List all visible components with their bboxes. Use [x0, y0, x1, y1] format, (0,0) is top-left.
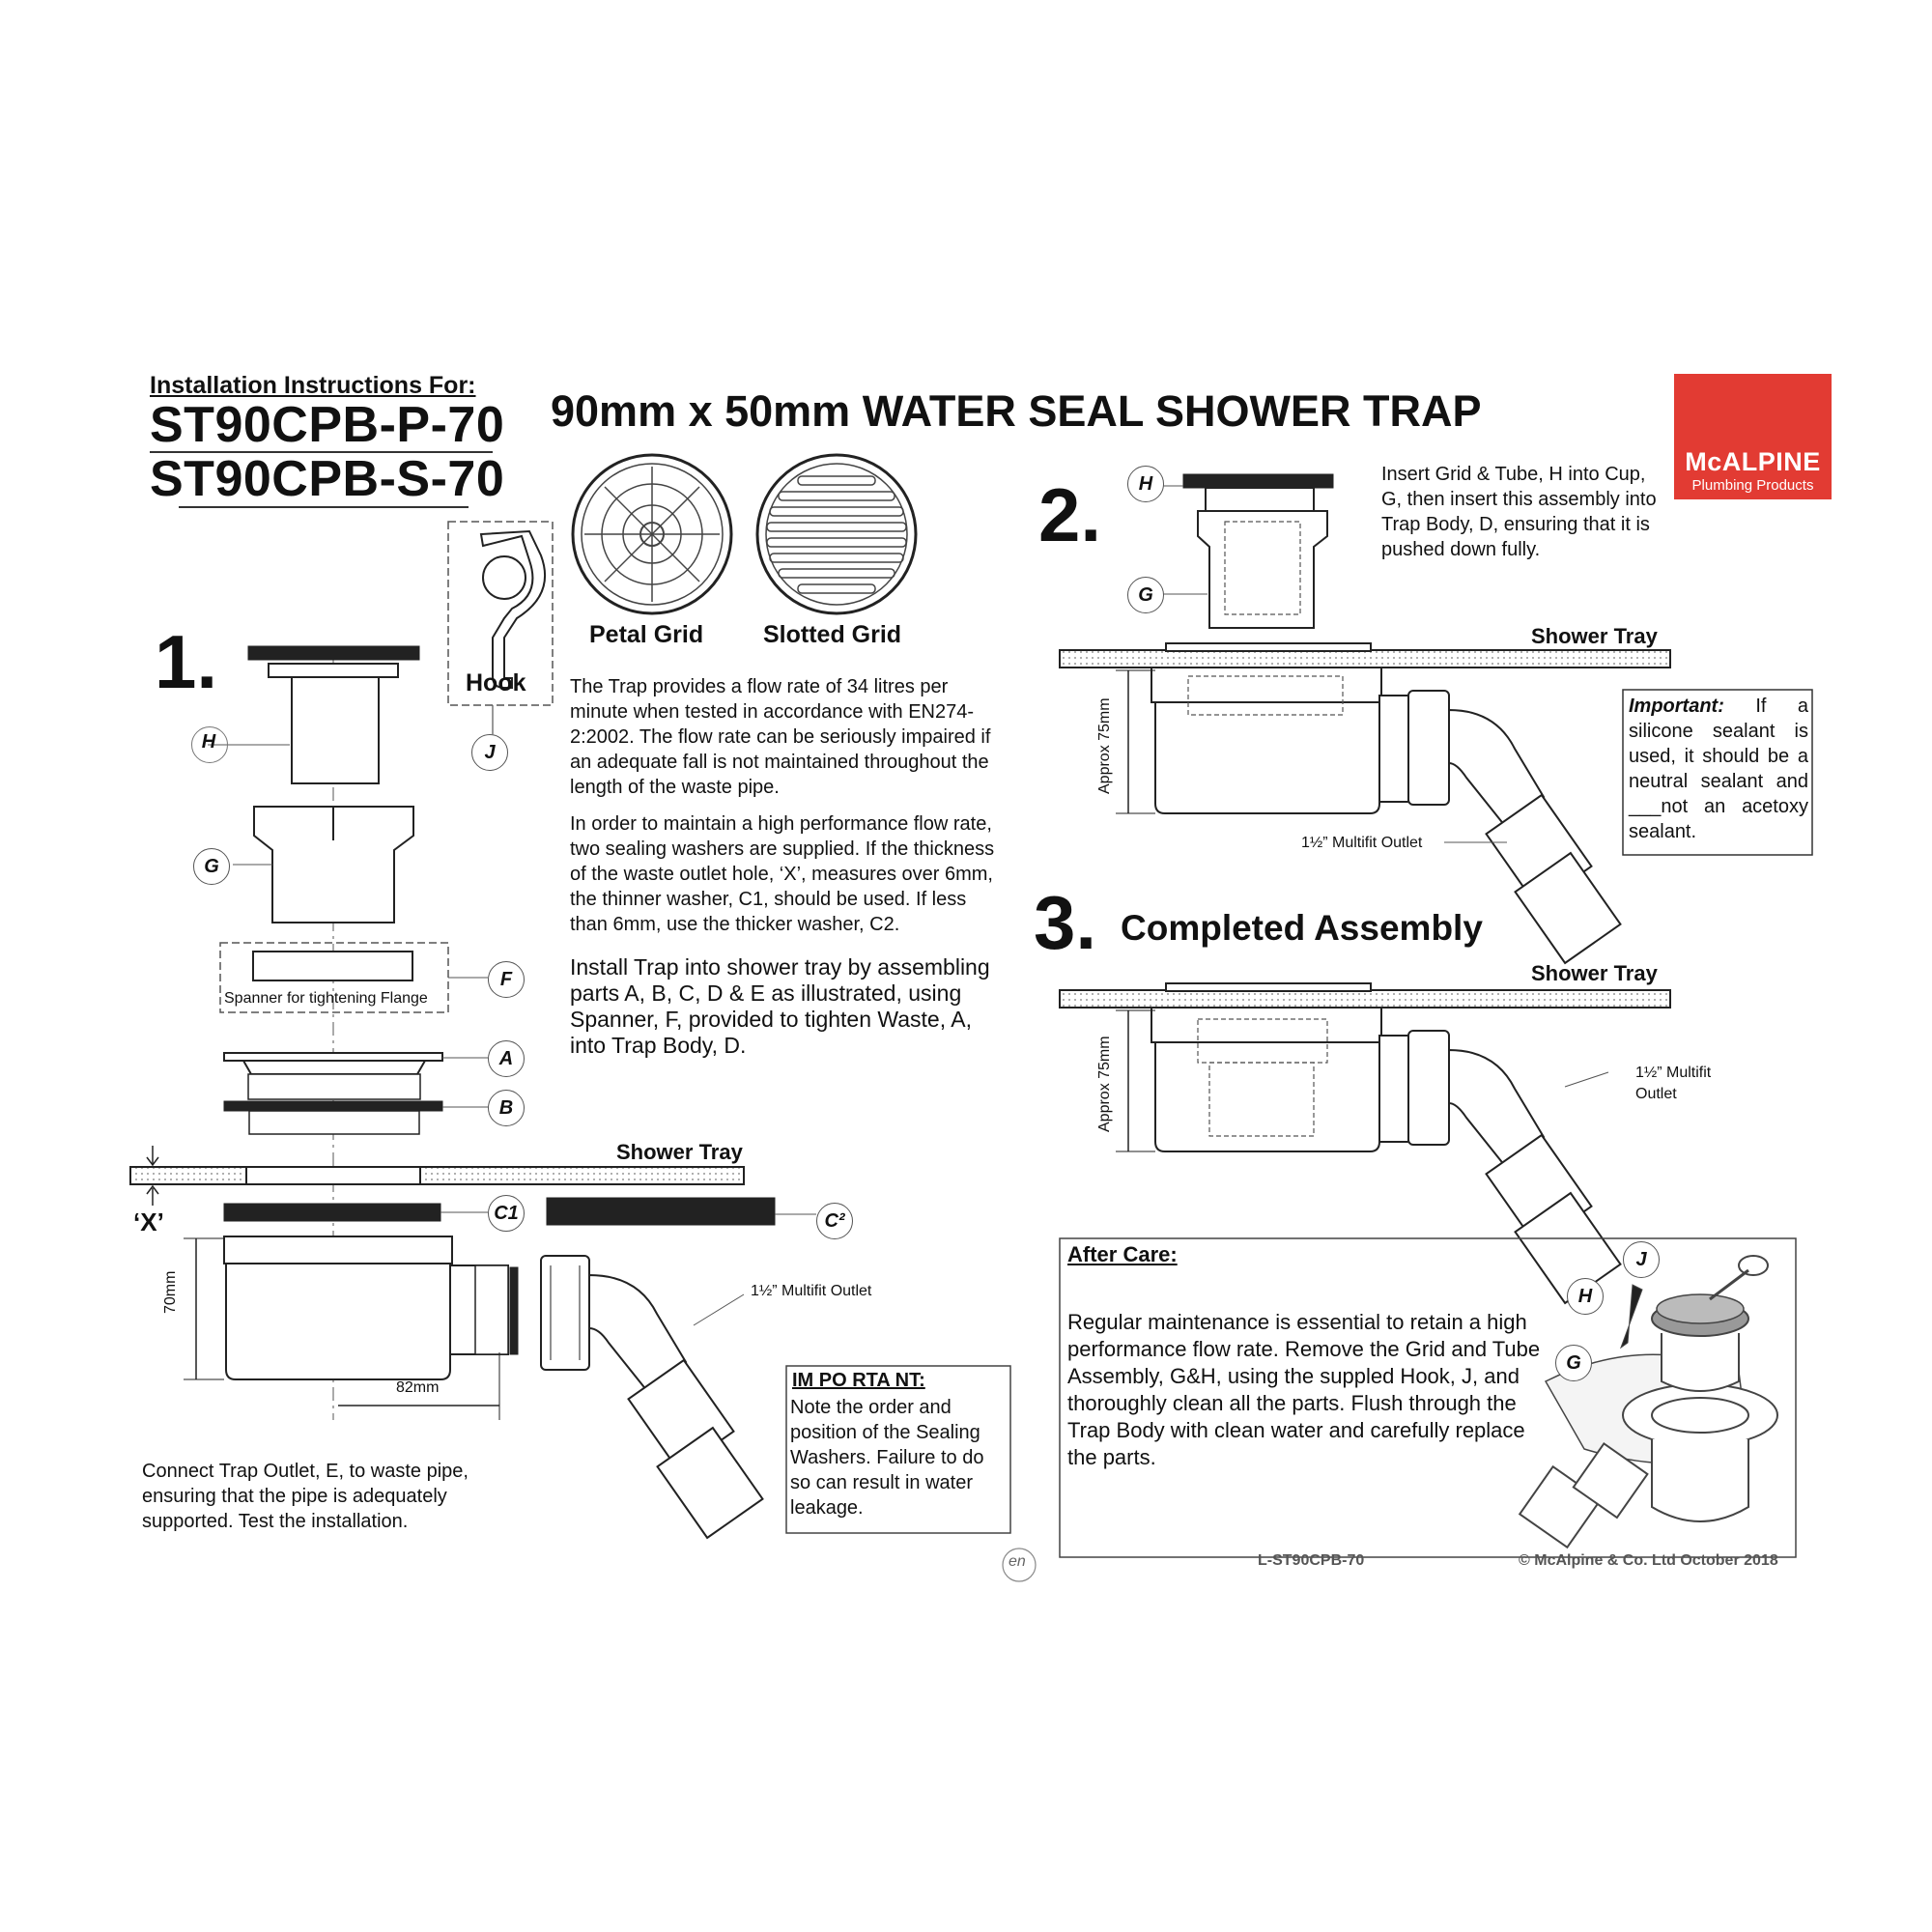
- step2-outlet-label: 1½” Multifit Outlet: [1301, 835, 1423, 851]
- step3-outlet-label: 1½” Multifit Outlet: [1635, 1065, 1712, 1102]
- model-number-1: ST90CPB-P-70: [150, 397, 505, 453]
- step2-text: Insert Grid & Tube, H into Cup, G, then …: [1381, 464, 1657, 560]
- logo-brand: McALPINE: [1685, 447, 1821, 476]
- step-3-number: 3.: [1034, 880, 1097, 965]
- step2-label-g: G: [1127, 577, 1164, 613]
- important-title: IM PO RTA NT:: [792, 1370, 925, 1391]
- step2-approx-75mm: Approx 75mm: [1096, 697, 1113, 794]
- after-care-label-g: G: [1555, 1345, 1592, 1381]
- step2-shower-tray-label: Shower Tray: [1531, 624, 1658, 648]
- after-care-label-j: J: [1623, 1241, 1660, 1278]
- copyright: © McAlpine & Co. Ltd October 2018: [1519, 1552, 1778, 1569]
- after-care-title: After Care:: [1067, 1242, 1178, 1266]
- label-c2: C²: [816, 1203, 853, 1239]
- step2-drawing: [1059, 473, 1671, 965]
- language-badge: en: [1009, 1553, 1026, 1570]
- slotted-grid-label: Slotted Grid: [763, 621, 902, 648]
- slotted-grid-drawing: [755, 453, 918, 615]
- logo-tagline: Plumbing Products: [1691, 477, 1814, 494]
- connect-instructions: Connect Trap Outlet, E, to waste pipe, e…: [142, 1461, 469, 1532]
- description-para-2: In order to maintain a high performance …: [570, 813, 995, 935]
- model-number-2: ST90CPB-S-70: [150, 451, 505, 507]
- after-care-label-h: H: [1567, 1278, 1604, 1315]
- important-sealant-box: Important: If a silicone sealant is used…: [1629, 694, 1808, 844]
- step1-shower-tray-label: Shower Tray: [616, 1140, 743, 1164]
- spanner-label: Spanner for tightening Flange: [224, 990, 428, 1007]
- installation-label: Installation Instructions For:: [150, 372, 476, 399]
- hook-drawing: [447, 521, 554, 734]
- label-c1: C1: [488, 1195, 525, 1232]
- label-b: B: [488, 1090, 525, 1126]
- hook-label: Hook: [466, 669, 526, 696]
- label-h-circle: [191, 726, 228, 763]
- step-2-number: 2.: [1038, 472, 1102, 557]
- label-x: ‘X’: [133, 1208, 164, 1236]
- step2-label-h: H: [1127, 466, 1164, 502]
- step3-approx-75mm: Approx 75mm: [1096, 1036, 1113, 1132]
- page-title: 90mm x 50mm WATER SEAL SHOWER TRAP: [551, 386, 1482, 436]
- step3-drawing: [1059, 982, 1671, 1305]
- important-sealant-title: Important:: [1629, 696, 1724, 717]
- description-para-1: The Trap provides a flow rate of 34 litr…: [570, 676, 991, 798]
- after-care-text: Regular maintenance is essential to reta…: [1067, 1310, 1541, 1469]
- important-text: Note the order and position of the Seali…: [790, 1397, 984, 1519]
- petal-grid-drawing: [571, 453, 733, 615]
- step-1-number: 1.: [155, 619, 218, 704]
- step3-title: Completed Assembly: [1121, 908, 1483, 948]
- label-f: F: [488, 961, 525, 998]
- petal-grid-label: Petal Grid: [589, 621, 704, 648]
- label-a: A: [488, 1040, 525, 1077]
- step1-outlet-label: 1½” Multifit Outlet: [751, 1283, 872, 1299]
- step3-shower-tray-label: Shower Tray: [1531, 961, 1658, 985]
- document-code: L-ST90CPB-70: [1258, 1552, 1365, 1569]
- label-g: G: [193, 848, 230, 885]
- label-j: J: [471, 734, 508, 771]
- mcalpine-logo: McALPINE Plumbing Products: [1674, 374, 1832, 499]
- step1-exploded-drawing: [129, 645, 816, 1540]
- description-para-3: Install Trap into shower tray by assembl…: [570, 954, 990, 1058]
- dim-70mm: 70mm: [162, 1270, 179, 1314]
- after-care-drawing: [1518, 1255, 1778, 1549]
- dim-82mm: 82mm: [396, 1379, 440, 1396]
- important-sealant-text: If a silicone sealant is used, it should…: [1629, 696, 1808, 842]
